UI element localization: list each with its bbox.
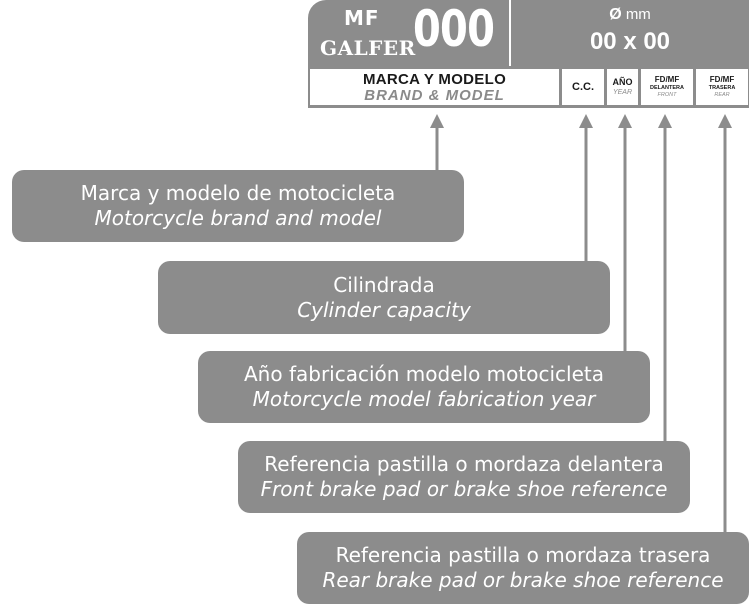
arrow-brand xyxy=(430,114,444,170)
brand-mf-label: MF xyxy=(344,6,380,30)
column-rear: FD/MF TRASERA REAR xyxy=(696,69,748,105)
legend-front-en: Front brake pad or brake shoe reference xyxy=(260,477,668,501)
legend-box-cylinder: Cilindrada Cylinder capacity xyxy=(158,261,610,334)
arrow-rear xyxy=(718,114,732,532)
column-front-es: DELANTERA xyxy=(650,84,684,91)
column-front-code: FD/MF xyxy=(654,74,680,84)
column-cc-label: C.C. xyxy=(572,80,594,93)
arrow-cc xyxy=(579,114,593,261)
legend-year-en: Motorcycle model fabrication year xyxy=(252,387,596,411)
column-year-es: AÑO xyxy=(612,77,633,87)
diameter-label: Ø mm xyxy=(511,6,749,24)
legend-brand-en: Motorcycle brand and model xyxy=(94,206,382,230)
column-rear-es: TRASERA xyxy=(708,84,736,91)
column-year-en: YEAR xyxy=(612,89,633,96)
column-front: FD/MF DELANTERA FRONT xyxy=(641,69,693,105)
arrow-year xyxy=(618,114,632,351)
legend-front-es: Referencia pastilla o mordaza delantera xyxy=(264,452,664,476)
legend-rear-es: Referencia pastilla o mordaza trasera xyxy=(335,543,711,567)
reference-key-card: MF GALFER 000 Ø mm 00 x 00 MARCA Y MODEL… xyxy=(308,0,749,108)
arrow-front xyxy=(658,114,672,441)
legend-cc-en: Cylinder capacity xyxy=(297,297,471,322)
reference-number: 000 xyxy=(413,0,495,58)
diameter-unit: mm xyxy=(625,6,651,23)
galfer-logo: GALFER xyxy=(320,36,416,60)
column-brand-es: MARCA Y MODELO xyxy=(362,70,507,88)
dimensions-value: 00 x 00 xyxy=(589,28,671,55)
legend-box-brand-model: Marca y modelo de motocicleta Motorcycle… xyxy=(12,170,464,242)
diameter-symbol: Ø xyxy=(609,6,622,23)
card-header: MF GALFER 000 Ø mm 00 x 00 xyxy=(308,0,749,66)
legend-box-rear-reference: Referencia pastilla o mordaza trasera Re… xyxy=(297,532,749,604)
column-front-en: FRONT xyxy=(657,92,677,98)
legend-rear-en: Rear brake pad or brake shoe reference xyxy=(322,568,724,592)
column-rear-en: REAR xyxy=(714,92,730,98)
column-header-row: MARCA Y MODELO BRAND & MODEL C.C. AÑO YE… xyxy=(308,66,749,108)
column-brand-en: BRAND & MODEL xyxy=(364,86,505,104)
column-year: AÑO YEAR xyxy=(607,69,638,105)
legend-box-front-reference: Referencia pastilla o mordaza delantera … xyxy=(238,441,690,513)
column-rear-code: FD/MF xyxy=(709,74,735,84)
legend-brand-es: Marca y modelo de motocicleta xyxy=(80,181,396,205)
column-brand-model: MARCA Y MODELO BRAND & MODEL xyxy=(310,69,559,105)
legend-box-year: Año fabricación modelo motocicleta Motor… xyxy=(198,351,650,423)
header-divider xyxy=(509,0,511,66)
legend-year-es: Año fabricación modelo motocicleta xyxy=(244,362,604,386)
column-cc: C.C. xyxy=(562,69,604,105)
legend-cc-es: Cilindrada xyxy=(333,272,435,297)
